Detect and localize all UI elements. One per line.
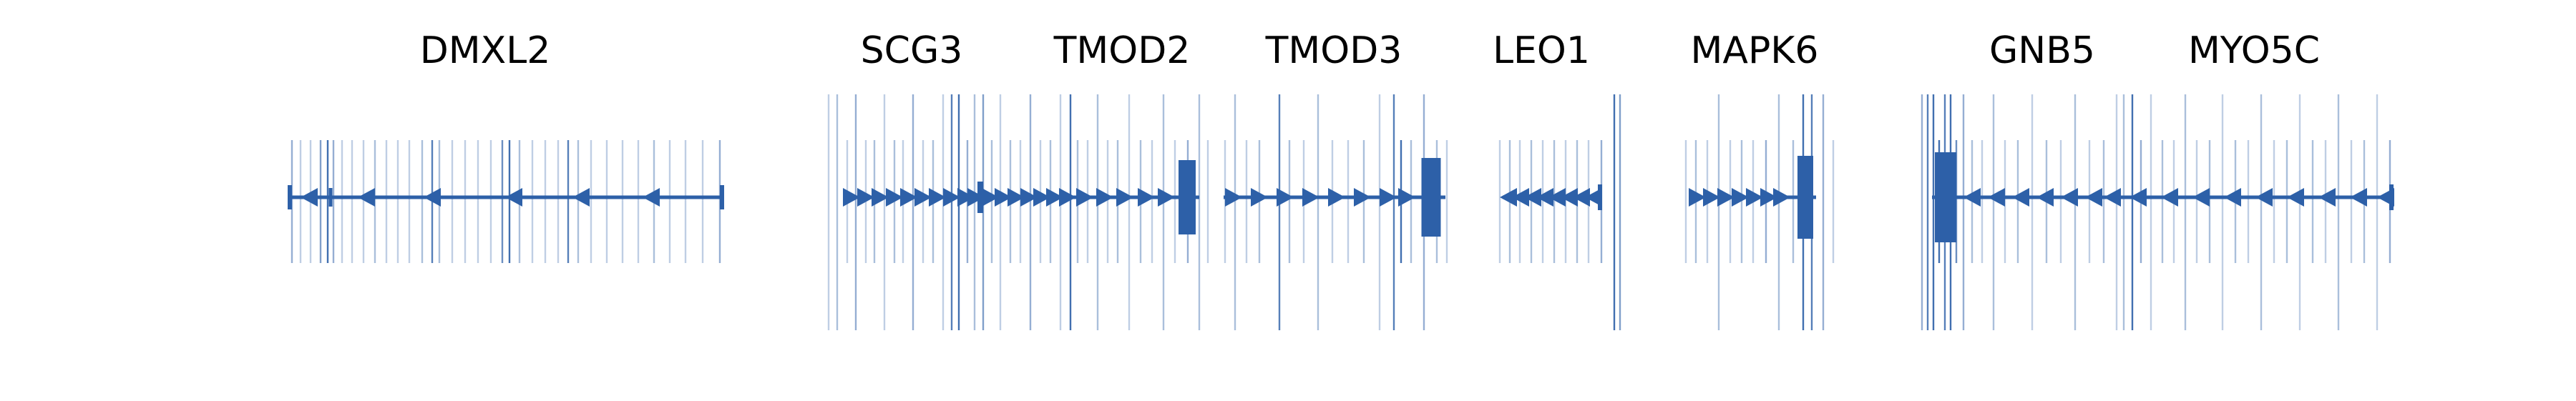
gene-label-leo1: LEO1 (1493, 29, 1590, 72)
strand-arrow-icon (1512, 188, 1529, 207)
strand-arrow-icon (900, 188, 917, 207)
strand-arrow-icon (995, 188, 1012, 207)
strand-arrow-icon (929, 188, 946, 207)
strand-arrow-icon (943, 188, 960, 207)
strand-arrow-icon (1059, 188, 1076, 207)
strand-arrow-icon (2255, 188, 2273, 207)
gene-label-gnb5: GNB5 (1989, 29, 2095, 72)
strand-arrow-icon (914, 188, 932, 207)
strand-arrow-icon (1277, 188, 1294, 207)
strand-arrow-icon (1096, 188, 1113, 207)
exon-block (1935, 152, 1956, 242)
strand-arrow-icon (424, 188, 441, 207)
strand-arrow-icon (643, 188, 660, 207)
strand-arrow-icon (2224, 188, 2241, 207)
strand-arrow-icon (572, 188, 590, 207)
strand-arrow-icon (301, 188, 318, 207)
strand-arrow-icon (1398, 188, 1415, 207)
strand-arrow-icon (1548, 188, 1566, 207)
exon-block (1179, 160, 1196, 234)
strand-arrow-icon (1020, 188, 1038, 207)
gene-label-scg3: SCG3 (861, 29, 963, 72)
exon-block (2389, 184, 2394, 210)
gene-label-tmod2: TMOD2 (1053, 29, 1191, 72)
strand-arrow-icon (1573, 188, 1590, 207)
strand-arrow-icon (2318, 188, 2336, 207)
strand-arrow-icon (1500, 188, 1517, 207)
strand-arrow-icon (505, 188, 522, 207)
strand-arrow-icon (967, 188, 985, 207)
exon-block (328, 188, 333, 207)
strand-arrow-icon (2085, 188, 2102, 207)
strand-arrow-icon (1008, 188, 1025, 207)
gene-label-tmod3: TMOD3 (1265, 29, 1402, 72)
exon-block (720, 185, 724, 209)
strand-arrow-icon (1380, 188, 1397, 207)
strand-arrow-icon (2192, 188, 2210, 207)
strand-arrow-icon (1138, 188, 1155, 207)
exon-block (1598, 184, 1602, 210)
strand-arrow-icon (1732, 188, 1749, 207)
strand-arrow-icon (1963, 188, 1981, 207)
strand-arrow-icon (358, 188, 375, 207)
strand-arrow-icon (857, 188, 874, 207)
gene-label-myo5c: MYO5C (2188, 29, 2320, 72)
strand-arrow-icon (843, 188, 860, 207)
strand-arrow-icon (1076, 188, 1093, 207)
gene-label-dmxl2: DMXL2 (420, 29, 551, 72)
strand-arrow-icon (1328, 188, 1345, 207)
strand-arrow-icon (1536, 188, 1553, 207)
strand-arrow-icon (1717, 188, 1735, 207)
strand-arrow-icon (1251, 188, 1268, 207)
strand-arrow-icon (957, 188, 975, 207)
strand-arrow-icon (1033, 188, 1050, 207)
strand-arrow-icon (1046, 188, 1063, 207)
strand-arrow-icon (2161, 188, 2178, 207)
exon-block (1421, 158, 1441, 237)
strand-arrow-icon (2287, 188, 2304, 207)
gene-label-mapk6: MAPK6 (1691, 29, 1819, 72)
strand-arrow-icon (1524, 188, 1541, 207)
strand-arrow-icon (1773, 188, 1790, 207)
strand-arrow-icon (1746, 188, 1763, 207)
strand-arrow-icon (2012, 188, 2029, 207)
strand-arrow-icon (1988, 188, 2005, 207)
strand-arrow-icon (2350, 188, 2367, 207)
strand-arrow-icon (886, 188, 903, 207)
strand-arrow-icon (1158, 188, 1175, 207)
strand-arrow-icon (1689, 188, 1706, 207)
strand-arrow-icon (1354, 188, 1371, 207)
strand-arrow-icon (1760, 188, 1777, 207)
strand-arrow-icon (872, 188, 889, 207)
strand-arrow-icon (1561, 188, 1578, 207)
strand-arrow-icon (2036, 188, 2054, 207)
strand-arrow-icon (2129, 188, 2147, 207)
strand-arrow-icon (982, 188, 999, 207)
strand-arrow-icon (2104, 188, 2121, 207)
strand-arrow-icon (1225, 188, 1242, 207)
exon-block (977, 182, 983, 213)
strand-arrow-icon (1703, 188, 1720, 207)
strand-arrow-icon (1302, 188, 1319, 207)
exon-block (1797, 156, 1813, 239)
strand-arrow-icon (2061, 188, 2078, 207)
exon-block (288, 185, 292, 209)
strand-arrow-icon (1116, 188, 1133, 207)
